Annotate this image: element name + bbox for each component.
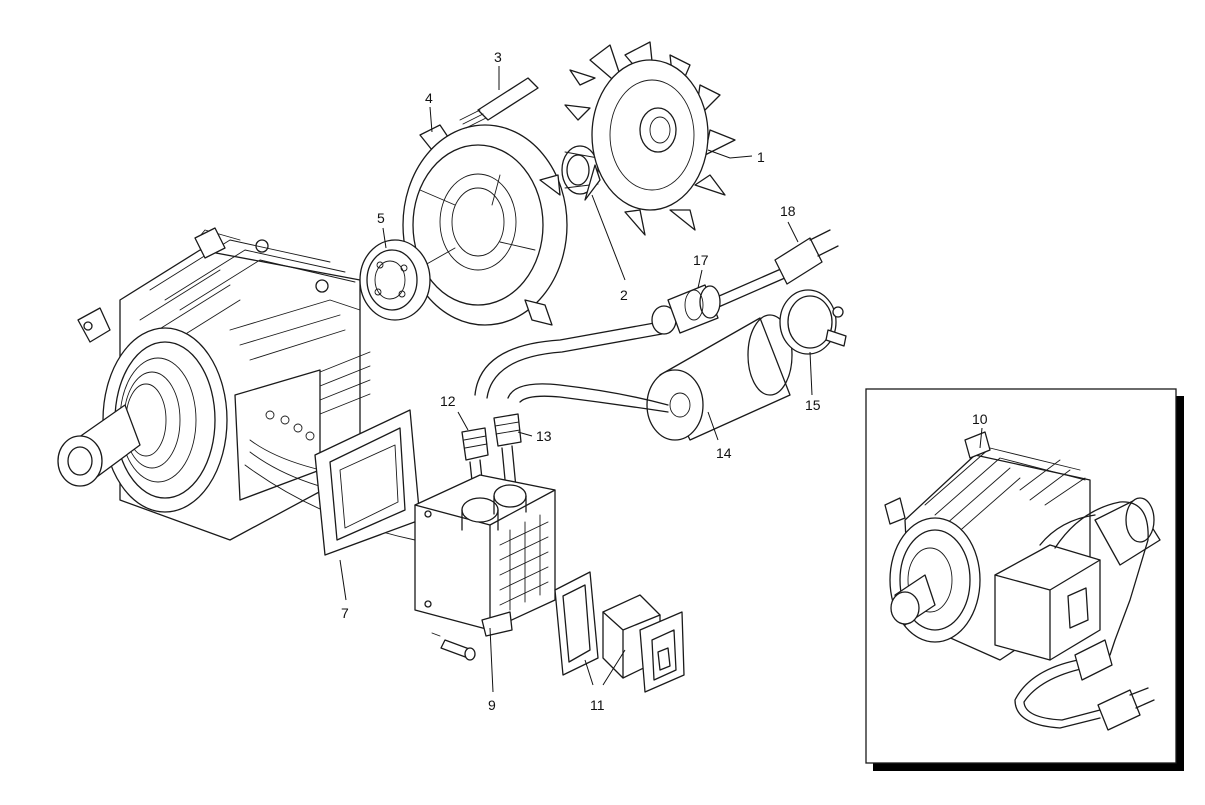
motor-housing [57,227,416,541]
callout-10: 10 [972,411,988,427]
leader-lines [339,66,983,693]
callout-18: 18 [780,203,796,219]
capacitor [507,314,793,441]
callout-13: 13 [536,428,552,444]
switch [602,594,685,693]
box-screw [431,632,476,661]
cable-gland-right [493,413,522,491]
inset-motor [884,431,1161,731]
end-shield [402,124,568,326]
callout-12: 12 [440,393,456,409]
power-plug [774,229,839,285]
switch-gasket [554,571,599,676]
callout-1: 1 [757,149,765,165]
callout-labels: 1 2 3 4 5 7 9 10 11 12 13 14 15 17 18 [341,49,988,713]
callout-11: 11 [590,697,605,713]
callout-7: 7 [341,605,349,621]
power-cord [474,264,795,399]
callout-2: 2 [620,287,628,303]
callout-14: 14 [716,445,732,461]
callout-15: 15 [805,397,821,413]
fan [564,41,736,236]
shaft-seal [561,145,599,195]
callout-5: 5 [377,210,385,226]
callout-4: 4 [425,90,433,106]
shaft-stud [459,77,539,129]
callout-3: 3 [494,49,502,65]
ball-bearing [359,239,431,321]
cable-grommet [651,284,721,335]
callout-9: 9 [488,697,496,713]
capacitor-clamp [779,289,847,355]
terminal-box [414,474,556,637]
callout-17: 17 [693,252,709,268]
